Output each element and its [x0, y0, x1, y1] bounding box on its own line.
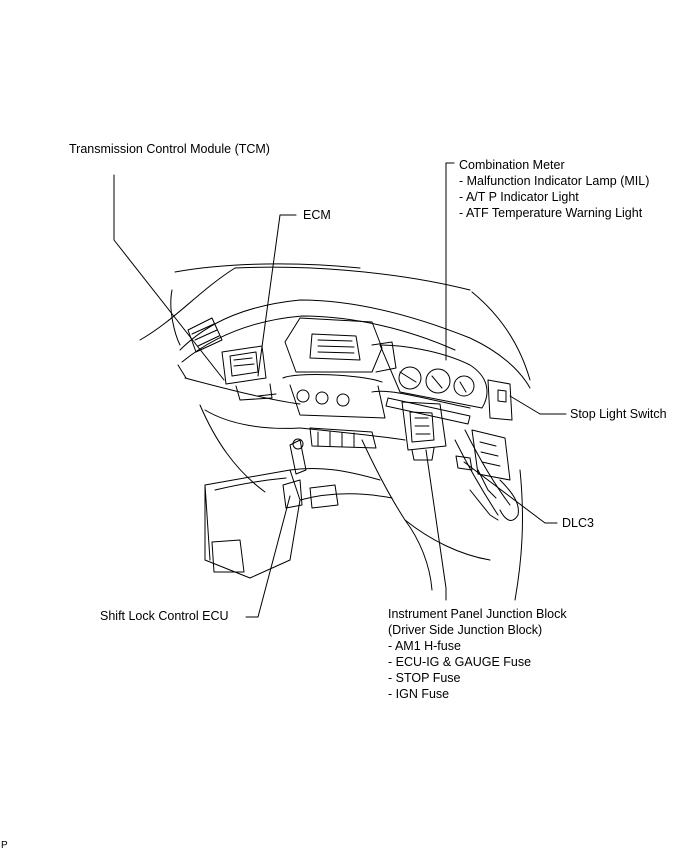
- windshield-outline: [139, 263, 531, 381]
- combination-meter-leader: [445, 162, 455, 361]
- tcm-ecm-modules: [221, 345, 277, 401]
- dashboard-lower: [199, 404, 523, 601]
- tcm-label: Transmission Control Module (TCM): [69, 142, 270, 156]
- tcm-leader: [113, 174, 225, 381]
- junction-block-item: - IGN Fuse: [388, 687, 450, 701]
- center-stack: [282, 317, 397, 449]
- stop-light-leader: [509, 395, 567, 415]
- floor-outline: [404, 469, 499, 591]
- junction-block-item: - AM1 H-fuse: [388, 639, 461, 653]
- ecm-label: ECM: [303, 208, 331, 222]
- junction-block-leader: [425, 449, 447, 601]
- junction-block-title: Instrument Panel Junction Block: [388, 607, 567, 621]
- leader-lines: [113, 162, 567, 618]
- dashboard-top: [177, 299, 531, 405]
- shift-lock-label: Shift Lock Control ECU: [100, 609, 229, 623]
- combination-meter-label: Combination Meter - Malfunction Indicato…: [459, 157, 649, 221]
- center-console: [204, 438, 393, 579]
- junction-block-subtitle: (Driver Side Junction Block): [388, 623, 543, 637]
- combination-meter-title: Combination Meter: [459, 158, 565, 172]
- dlc3-label: DLC3: [562, 516, 594, 530]
- junction-block-label: Instrument Panel Junction Block (Driver …: [388, 606, 567, 702]
- combination-meter-item: - A/T P Indicator Light: [459, 190, 579, 204]
- junction-block-item: - ECU-IG & GAUGE Fuse: [388, 655, 532, 669]
- shift-lock-leader: [245, 495, 291, 618]
- driver-side-panel: [455, 429, 519, 521]
- combination-meter-shape: [371, 344, 513, 425]
- ecm-leader: [257, 214, 297, 377]
- junction-block-item: - STOP Fuse: [388, 671, 461, 685]
- corner-mark: P: [1, 840, 8, 851]
- combination-meter-item: - ATF Temperature Warning Light: [459, 206, 643, 220]
- junction-block-shape: [401, 401, 447, 461]
- stop-light-switch-label: Stop Light Switch: [570, 407, 667, 421]
- dlc3-leader: [463, 461, 558, 524]
- combination-meter-item: - Malfunction Indicator Lamp (MIL): [459, 174, 650, 188]
